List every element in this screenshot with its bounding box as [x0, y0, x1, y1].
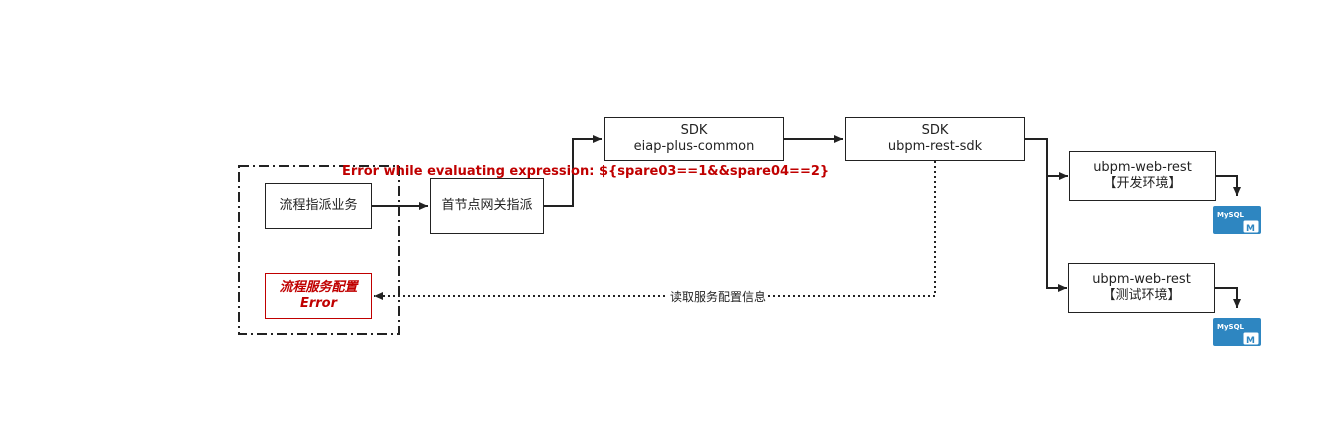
node-sdk-common-line1: SDK	[680, 123, 708, 138]
edge-label-read-config: 读取服务配置信息	[668, 288, 769, 305]
node-sdk-rest-line1: SDK	[921, 123, 949, 138]
node-web-rest-test-line2: 【测试环境】	[1102, 288, 1181, 303]
edge-gateway-to-sdk-common	[544, 135, 602, 207]
node-process-service-config-line1: 流程服务配置	[279, 280, 358, 295]
node-first-node-gateway[interactable]: 首节点网关指派	[430, 178, 544, 234]
node-sdk-common-line2: eiap-plus-common	[633, 139, 755, 154]
mysql-label: MySQL	[1217, 211, 1245, 219]
node-process-service-config-line2: Error	[299, 296, 338, 311]
node-process-business[interactable]: 流程指派业务	[265, 183, 372, 229]
node-process-service-config[interactable]: 流程服务配置 Error	[265, 273, 372, 319]
mysql-database-icon: M MySQL	[1213, 318, 1263, 348]
node-first-node-gateway-label: 首节点网关指派	[441, 198, 533, 213]
expression-error-message: Error while evaluating expression: ${spa…	[342, 164, 830, 179]
edge-read-config	[374, 161, 936, 300]
node-web-rest-test-line1: ubpm-web-rest	[1092, 272, 1191, 287]
edge-dev-to-mysql	[1216, 175, 1241, 196]
edge-sdk-rest-to-test	[1046, 176, 1067, 292]
mysql-label: MySQL	[1217, 323, 1245, 331]
node-web-rest-dev[interactable]: ubpm-web-rest 【开发环境】	[1069, 151, 1216, 201]
mysql-sub-label: M	[1246, 224, 1255, 234]
edge-sdk-rest-to-dev	[1025, 138, 1068, 180]
node-web-rest-dev-line1: ubpm-web-rest	[1093, 160, 1192, 175]
node-sdk-rest-line2: ubpm-rest-sdk	[887, 139, 983, 154]
edge-test-to-mysql	[1215, 287, 1241, 308]
node-web-rest-dev-line2: 【开发环境】	[1103, 176, 1182, 191]
group-outline	[238, 165, 400, 335]
node-process-business-label: 流程指派业务	[279, 198, 358, 213]
mysql-database-icon: M MySQL	[1213, 206, 1263, 236]
node-sdk-common[interactable]: SDK eiap-plus-common	[604, 117, 784, 161]
node-web-rest-test[interactable]: ubpm-web-rest 【测试环境】	[1068, 263, 1215, 313]
node-sdk-rest[interactable]: SDK ubpm-rest-sdk	[845, 117, 1025, 161]
mysql-sub-label: M	[1246, 336, 1255, 346]
